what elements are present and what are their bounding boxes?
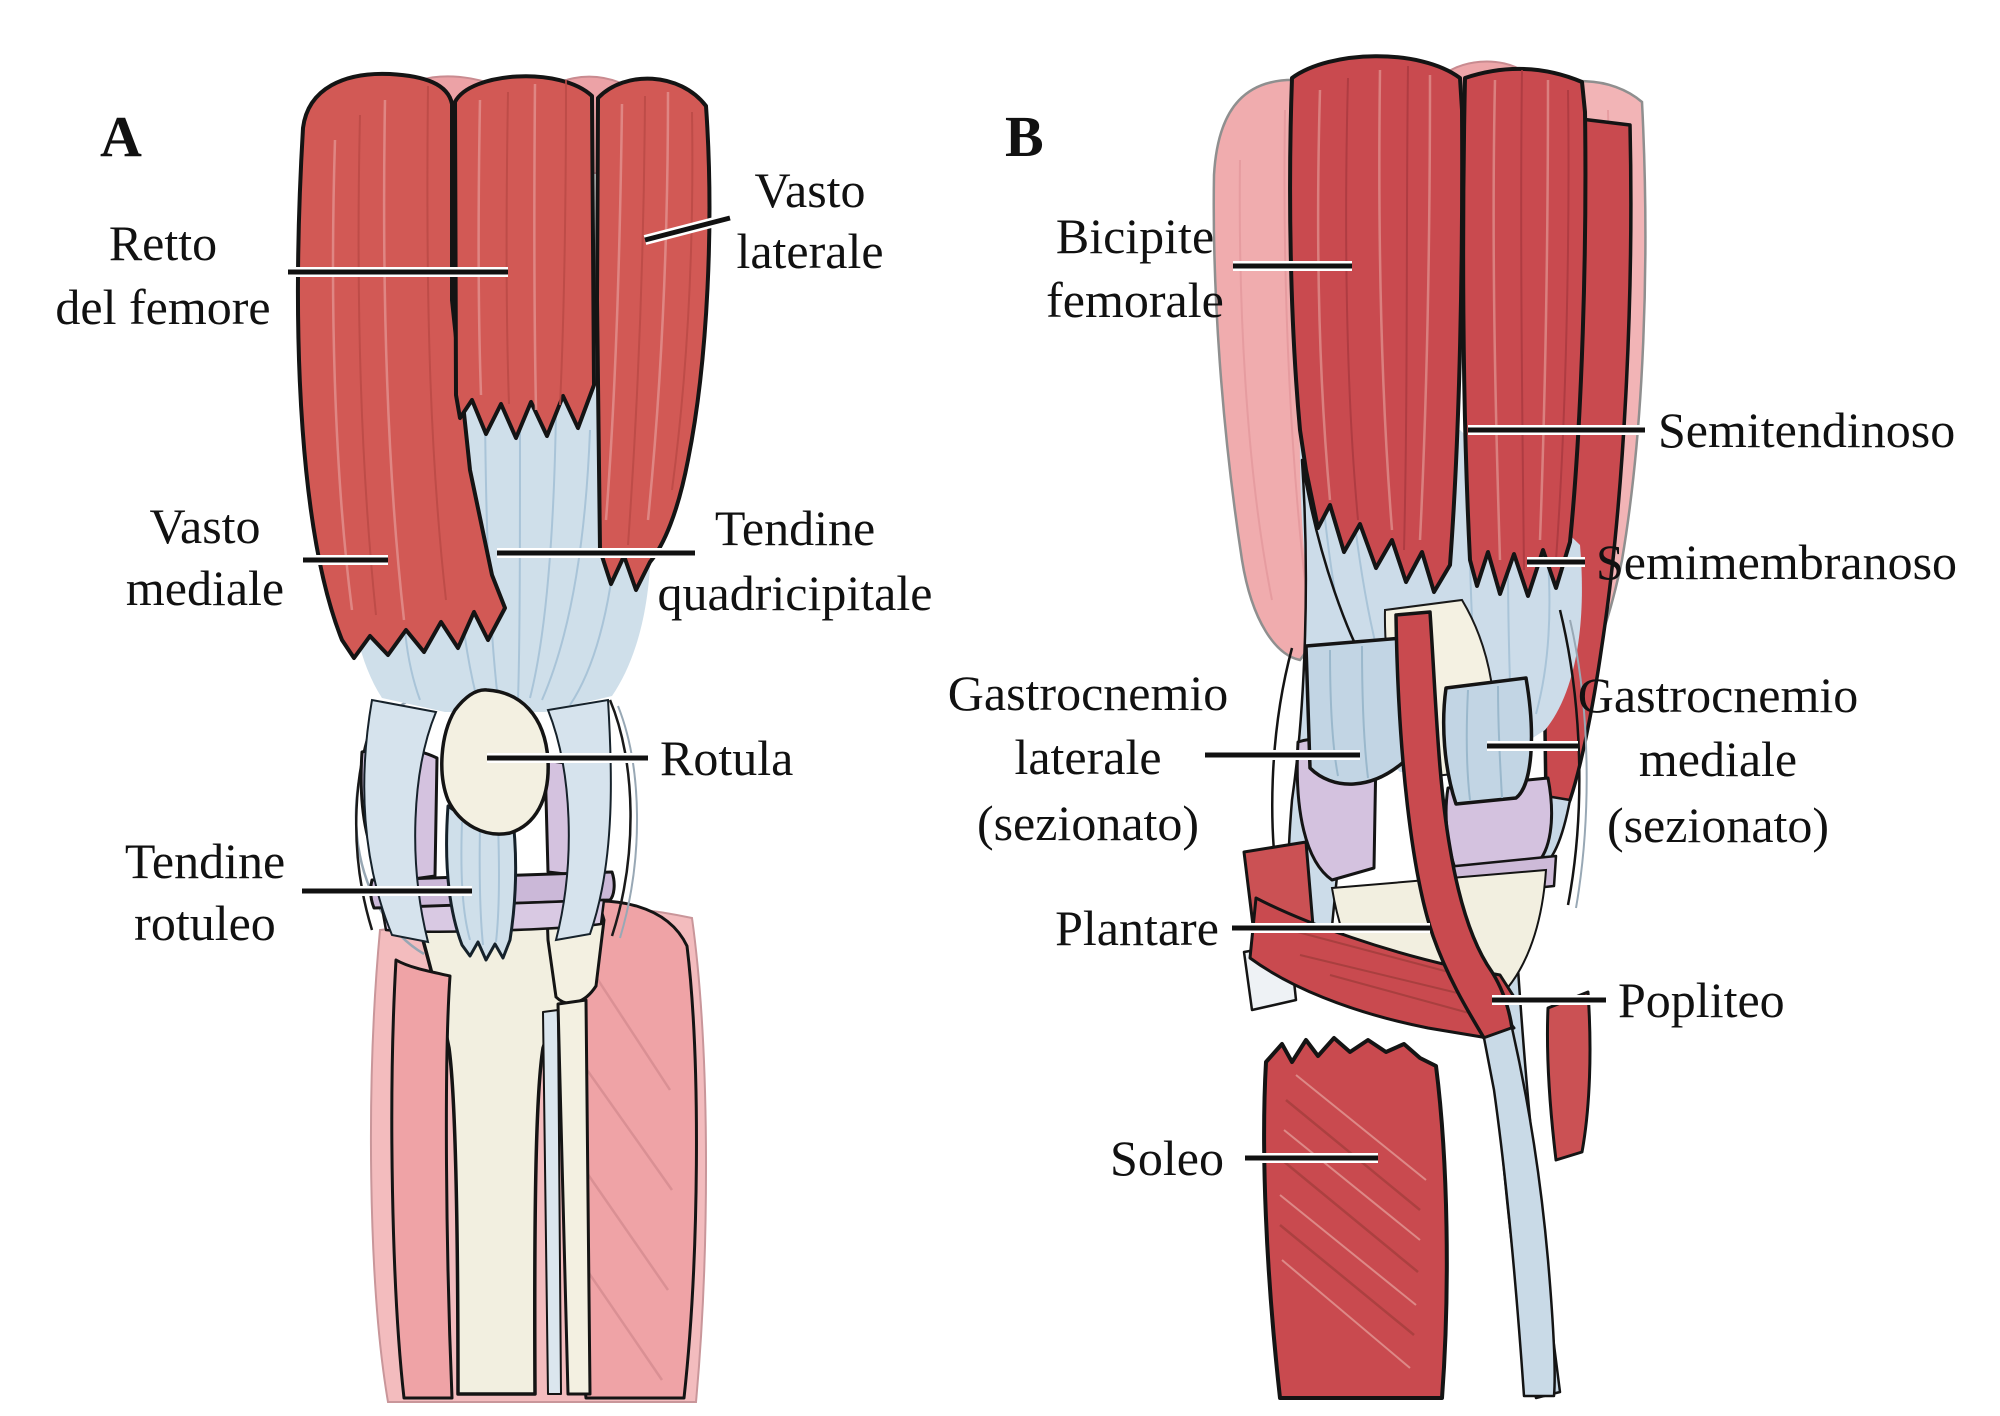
label-text: Rotula	[660, 730, 793, 786]
label-retto-del-femore: Retto del femore	[55, 215, 508, 335]
lateral-muscle-fiber-streaks	[576, 959, 674, 1381]
label-popliteo: Popliteo	[1492, 972, 1785, 1028]
label-text: mediale	[1639, 731, 1797, 787]
label-text: Tendine	[125, 833, 285, 889]
label-semitendinoso: Semitendinoso	[1468, 402, 1955, 458]
label-text: Retto	[109, 215, 217, 271]
label-text: Soleo	[1110, 1130, 1224, 1186]
posterior-muscle-fiber-streaks	[1316, 65, 1570, 571]
label-rotula: Rotula	[487, 730, 793, 786]
lower-leg-medial-muscle	[390, 958, 454, 1400]
label-gastrocnemio-mediale: Gastrocnemio mediale (sezionato)	[1487, 667, 1858, 853]
label-text: Gastrocnemio	[1578, 667, 1858, 723]
plantaris-tendon	[1482, 1026, 1556, 1398]
label-text: del femore	[55, 279, 270, 335]
label-tendine-rotuleo: Tendine rotuleo	[125, 833, 472, 951]
anterior-muscle-fiber-streaks	[331, 79, 694, 621]
panel-a-labels: A Retto del femore Vasto laterale Vasto …	[55, 104, 932, 951]
medial-gastrocnemius-cut-edge	[1545, 990, 1592, 1162]
label-text: Gastrocnemio	[948, 665, 1228, 721]
label-plantare: Plantare	[1055, 900, 1430, 956]
label-text: Popliteo	[1618, 972, 1785, 1028]
label-text: laterale	[1014, 729, 1161, 785]
label-text: Plantare	[1055, 900, 1219, 956]
label-text: Vasto	[149, 498, 260, 554]
label-text: (sezionato)	[1607, 797, 1829, 853]
label-text: rotuleo	[134, 895, 276, 951]
label-text: quadricipitale	[658, 565, 933, 621]
label-gastrocnemio-laterale: Gastrocnemio laterale (sezionato)	[948, 665, 1360, 851]
label-text: Bicipite	[1056, 208, 1214, 264]
rectus-femoris-muscle	[453, 74, 596, 440]
soleus-muscle	[1262, 1036, 1449, 1400]
label-tendine-quadricipitale: Tendine quadricipitale	[497, 500, 932, 621]
popliteus-fiber-streaks	[1289, 929, 1481, 1017]
label-text: Semitendinoso	[1658, 402, 1955, 458]
panel-b-letter: B	[1005, 104, 1044, 169]
vastus-medialis-muscle	[295, 71, 507, 660]
label-text: Semimembranoso	[1596, 534, 1957, 590]
leader-line	[644, 215, 731, 243]
label-semimembranoso: Semimembranoso	[1527, 534, 1957, 590]
label-vasto-laterale: Vasto laterale	[643, 162, 884, 279]
label-text: femorale	[1046, 272, 1224, 328]
label-text: Vasto	[754, 162, 865, 218]
interosseous-membrane	[542, 1009, 562, 1395]
label-text: (sezionato)	[977, 795, 1199, 851]
label-vasto-mediale: Vasto mediale	[126, 498, 388, 616]
panel-b-figure	[1212, 54, 1647, 1400]
label-text: Tendine	[715, 500, 875, 556]
panel-a-figure	[295, 71, 712, 1403]
label-text: laterale	[736, 223, 883, 279]
biceps-femoris-muscle	[1288, 54, 1465, 594]
label-text: mediale	[126, 560, 284, 616]
panel-a-letter: A	[100, 104, 142, 169]
label-soleo: Soleo	[1110, 1130, 1378, 1186]
plantaris-muscle	[1394, 610, 1514, 1040]
label-bicipite-femorale: Bicipite femorale	[1046, 208, 1352, 328]
panel-b-labels: B Bicipite femorale Semitendinoso Semime…	[948, 104, 1957, 1186]
